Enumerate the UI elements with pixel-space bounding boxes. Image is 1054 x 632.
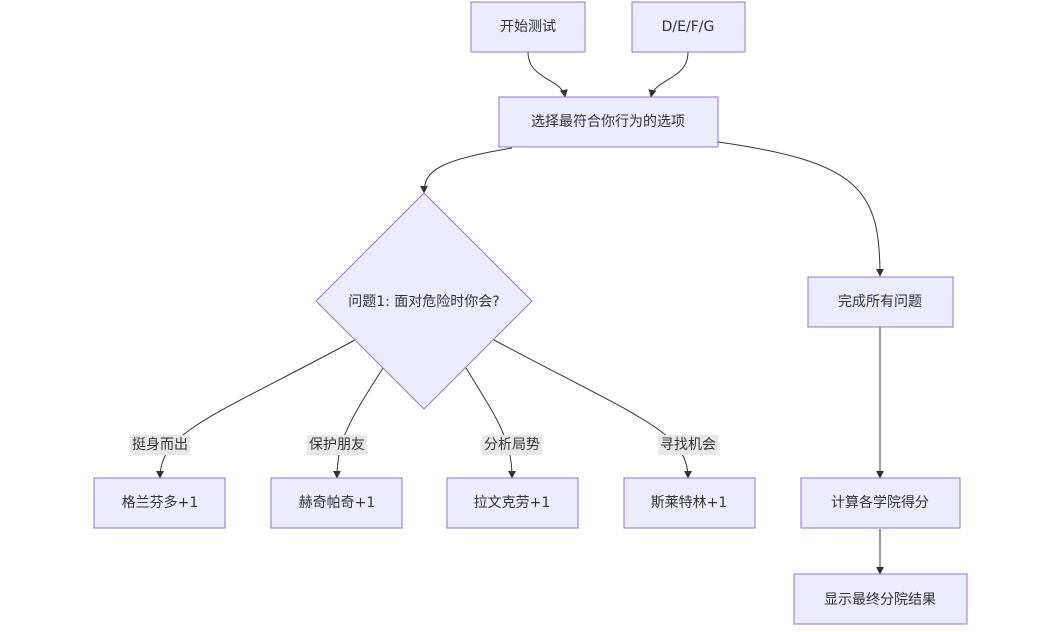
node-question-1[interactable]: 问题1: 面对危险时你会? (315, 192, 533, 410)
node-label: 开始测试 (500, 19, 556, 35)
node-label: 问题1: 面对危险时你会? (348, 294, 500, 310)
node-label: D/E/F/G (662, 19, 715, 35)
edge-label-stand-up: 挺身而出 (132, 437, 188, 453)
node-label: 拉文克劳+1 (474, 495, 551, 511)
edges (156, 51, 884, 575)
edge-q1-to-gryffindor (156, 339, 356, 479)
node-gryffindor[interactable]: 格兰芬多+1 (93, 477, 226, 529)
edge-choose-to-q1 (420, 147, 513, 194)
node-start-test[interactable]: 开始测试 (470, 1, 586, 53)
node-label: 显示最终分院结果 (824, 592, 936, 608)
edge-choose-to-complete (717, 141, 884, 277)
node-label: 选择最符合你行为的选项 (531, 114, 685, 130)
edge-label-bg (658, 435, 718, 455)
node-show-result[interactable]: 显示最终分院结果 (793, 573, 968, 625)
edge-options-to-choose (648, 51, 689, 98)
node-complete-all[interactable]: 完成所有问题 (807, 276, 954, 328)
edge-q1-to-hufflepuff (333, 367, 384, 479)
node-choose-option[interactable]: 选择最符合你行为的选项 (498, 96, 719, 148)
edge-label-seek-opportunity: 寻找机会 (660, 437, 716, 453)
edge-label-analyze-situation: 分析局势 (484, 437, 540, 453)
node-options[interactable]: D/E/F/G (631, 1, 746, 53)
node-label: 完成所有问题 (838, 294, 922, 310)
node-slytherin[interactable]: 斯莱特林+1 (623, 477, 756, 529)
edge-label-protect-friends: 保护朋友 (309, 437, 365, 453)
node-ravenclaw[interactable]: 拉文克劳+1 (446, 477, 579, 529)
edge-labels: 挺身而出 保护朋友 分析局势 寻找机会 (130, 435, 718, 455)
edge-q1-to-slytherin (493, 339, 692, 479)
edge-start-to-choose (527, 51, 568, 98)
edge-q1-to-ravenclaw (465, 367, 516, 479)
node-label: 格兰芬多+1 (122, 494, 199, 511)
node-hufflepuff[interactable]: 赫奇帕奇+1 (270, 477, 403, 529)
node-label: 斯莱特林+1 (651, 495, 728, 511)
node-label: 赫奇帕奇+1 (299, 494, 376, 511)
nodes: 开始测试 D/E/F/G 选择最符合你行为的选项 问题1: 面对危险时你会? 格… (93, 1, 968, 625)
edge-label-bg (307, 435, 367, 455)
node-compute-scores[interactable]: 计算各学院得分 (800, 477, 961, 529)
edge-label-bg (130, 435, 190, 455)
node-label: 计算各学院得分 (831, 494, 929, 511)
edge-label-bg (482, 435, 542, 455)
